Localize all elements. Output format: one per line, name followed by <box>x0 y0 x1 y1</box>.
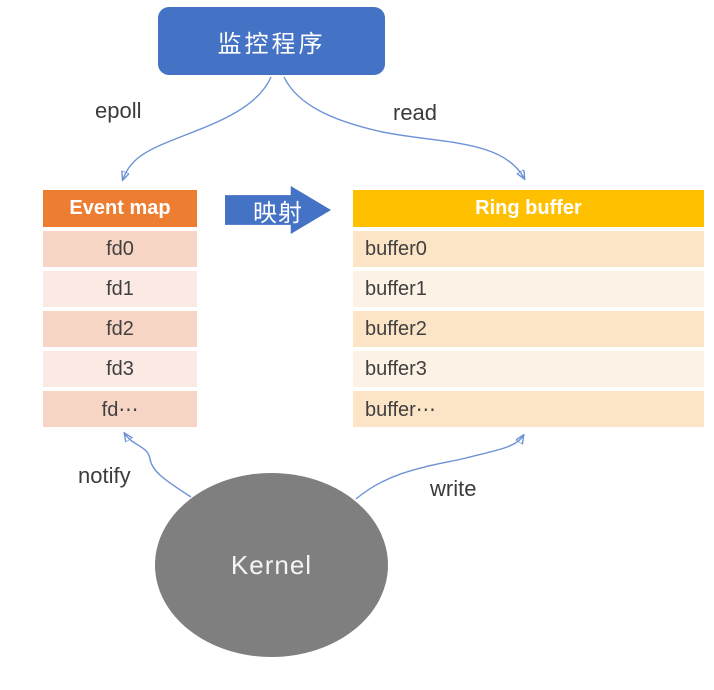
kernel-label: Kernel <box>230 549 313 580</box>
ring-buffer-row-buffer-more: buffer⋯ <box>353 391 704 427</box>
kernel-ellipse: Kernel <box>155 473 388 657</box>
epoll-arrow <box>123 76 272 179</box>
mapping-arrow-label: 映射 <box>253 199 303 227</box>
event-map-table: Event map fd0 fd1 fd2 fd3 fd⋯ <box>43 190 197 427</box>
event-map-row-fd1: fd1 <box>43 271 197 307</box>
event-map-row-fd3: fd3 <box>43 351 197 387</box>
read-arrow <box>283 76 524 178</box>
ring-buffer-table: Ring buffer buffer0 buffer1 buffer2 buff… <box>353 190 704 427</box>
event-map-row-fd-more: fd⋯ <box>43 391 197 427</box>
read-label: read <box>393 100 438 125</box>
mapping-arrow: 映射 <box>225 186 331 234</box>
event-map-row-fd2: fd2 <box>43 311 197 347</box>
monitor-program-label: 监控程序 <box>217 30 326 58</box>
ring-buffer-row-buffer1: buffer1 <box>353 271 704 307</box>
notify-arrow <box>125 434 192 498</box>
ring-buffer-row-buffer2: buffer2 <box>353 311 704 347</box>
epoll-label: epoll <box>95 98 142 123</box>
event-map-header: Event map <box>43 190 197 227</box>
ring-buffer-row-buffer3: buffer3 <box>353 351 704 387</box>
write-label: write <box>430 476 477 501</box>
monitor-program-box: 监控程序 <box>158 7 385 75</box>
event-map-row-fd0: fd0 <box>43 231 197 267</box>
ring-buffer-header: Ring buffer <box>353 190 704 227</box>
notify-label: notify <box>78 463 131 488</box>
ring-buffer-row-buffer0: buffer0 <box>353 231 704 267</box>
